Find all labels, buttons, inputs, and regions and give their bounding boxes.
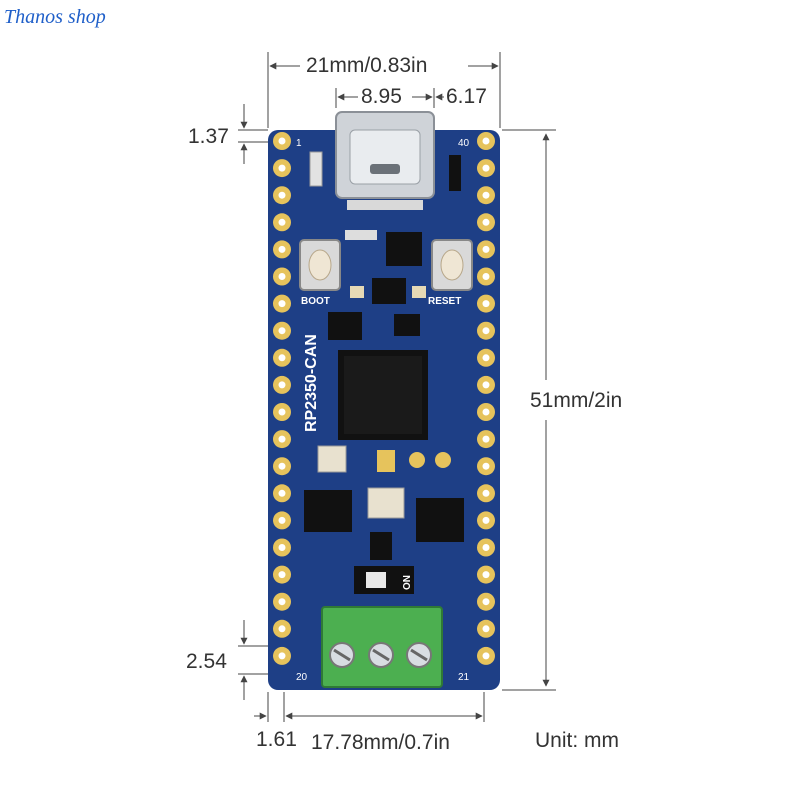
watermark: Thanos shop bbox=[4, 6, 106, 28]
pin-hole bbox=[482, 191, 490, 199]
dip-switch bbox=[354, 566, 414, 594]
pin-hole bbox=[482, 218, 490, 226]
pin-hole bbox=[482, 435, 490, 443]
pin-pitch-label: 2.54 bbox=[186, 650, 227, 673]
pin-21-label: 21 bbox=[458, 672, 470, 683]
pin-hole bbox=[278, 191, 286, 199]
pin-hole bbox=[278, 435, 286, 443]
pin-hole bbox=[278, 300, 286, 308]
pin-hole bbox=[482, 571, 490, 579]
pin-hole bbox=[482, 381, 490, 389]
top-offset-label: 1.37 bbox=[188, 125, 229, 148]
pin-hole bbox=[482, 137, 490, 145]
pin-20-label: 20 bbox=[296, 672, 308, 683]
pin-hole bbox=[278, 354, 286, 362]
pin-hole bbox=[278, 571, 286, 579]
pin-hole bbox=[482, 327, 490, 335]
edge-offset-label: 1.61 bbox=[256, 728, 297, 751]
pin-hole bbox=[278, 408, 286, 416]
height-total-label: 51mm/2in bbox=[530, 389, 623, 412]
row-spacing-label: 17.78mm/0.7in bbox=[311, 731, 450, 754]
pin-hole bbox=[482, 300, 490, 308]
pin-hole bbox=[278, 381, 286, 389]
switch-label: ON bbox=[402, 575, 413, 590]
pin-hole bbox=[278, 462, 286, 470]
pin-hole bbox=[278, 516, 286, 524]
pin-hole bbox=[482, 354, 490, 362]
pin-hole bbox=[482, 489, 490, 497]
pin-hole bbox=[278, 137, 286, 145]
pin-hole bbox=[278, 598, 286, 606]
right-pin-row bbox=[477, 132, 495, 665]
pin-1-label: 1 bbox=[296, 138, 302, 149]
pin-hole bbox=[278, 164, 286, 172]
pin-hole bbox=[278, 245, 286, 253]
pin-hole bbox=[278, 218, 286, 226]
pin-hole bbox=[482, 408, 490, 416]
pin-hole bbox=[278, 625, 286, 633]
pin-hole bbox=[278, 652, 286, 660]
boot-label: BOOT bbox=[301, 296, 330, 307]
board-name: RP2350-CAN bbox=[303, 334, 320, 432]
pin-40-label: 40 bbox=[458, 138, 470, 149]
pin-hole bbox=[482, 245, 490, 253]
pin-hole bbox=[482, 625, 490, 633]
pin-hole bbox=[482, 462, 490, 470]
unit-label: Unit: mm bbox=[535, 729, 619, 752]
pin-hole bbox=[482, 652, 490, 660]
pin-hole bbox=[482, 598, 490, 606]
rp2350-chip bbox=[338, 350, 428, 440]
pin-hole bbox=[482, 273, 490, 280]
pin-hole bbox=[482, 164, 490, 172]
pin-hole bbox=[482, 544, 490, 551]
left-pin-row bbox=[273, 132, 291, 665]
pin-hole bbox=[482, 516, 490, 524]
reset-label: RESET bbox=[428, 296, 461, 307]
pin-hole bbox=[278, 273, 286, 280]
pin-hole bbox=[278, 327, 286, 335]
usb-offset-label: 6.17 bbox=[446, 85, 487, 108]
width-total-label: 21mm/0.83in bbox=[306, 54, 428, 77]
usb-width-label: 8.95 bbox=[361, 85, 402, 108]
screw-terminal bbox=[321, 606, 443, 688]
pin-hole bbox=[278, 544, 286, 551]
pin-hole bbox=[278, 489, 286, 497]
